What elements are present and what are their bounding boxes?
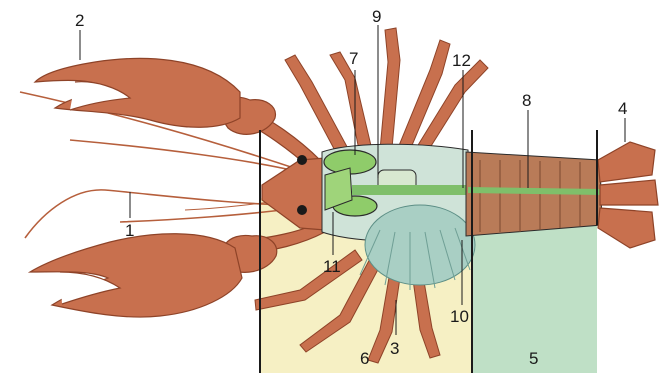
eye-lower [297, 205, 307, 215]
label-6: 6 [360, 349, 369, 368]
label-7: 7 [349, 49, 358, 68]
gill-mass [365, 205, 475, 285]
label-12: 12 [452, 51, 471, 70]
label-9: 9 [372, 7, 381, 26]
intestine-abdomen [468, 190, 602, 192]
upper-walking-legs [285, 28, 488, 160]
label-3: 3 [390, 339, 399, 358]
label-11: 11 [323, 257, 341, 276]
label-10: 10 [450, 307, 469, 326]
eye-upper [297, 155, 307, 165]
label-5: 5 [529, 349, 538, 368]
label-8: 8 [522, 91, 531, 110]
label-1: 1 [125, 221, 134, 240]
label-4: 4 [618, 99, 627, 118]
label-2: 2 [75, 11, 84, 30]
tail-fan [598, 142, 658, 248]
upper-claw [35, 58, 320, 170]
